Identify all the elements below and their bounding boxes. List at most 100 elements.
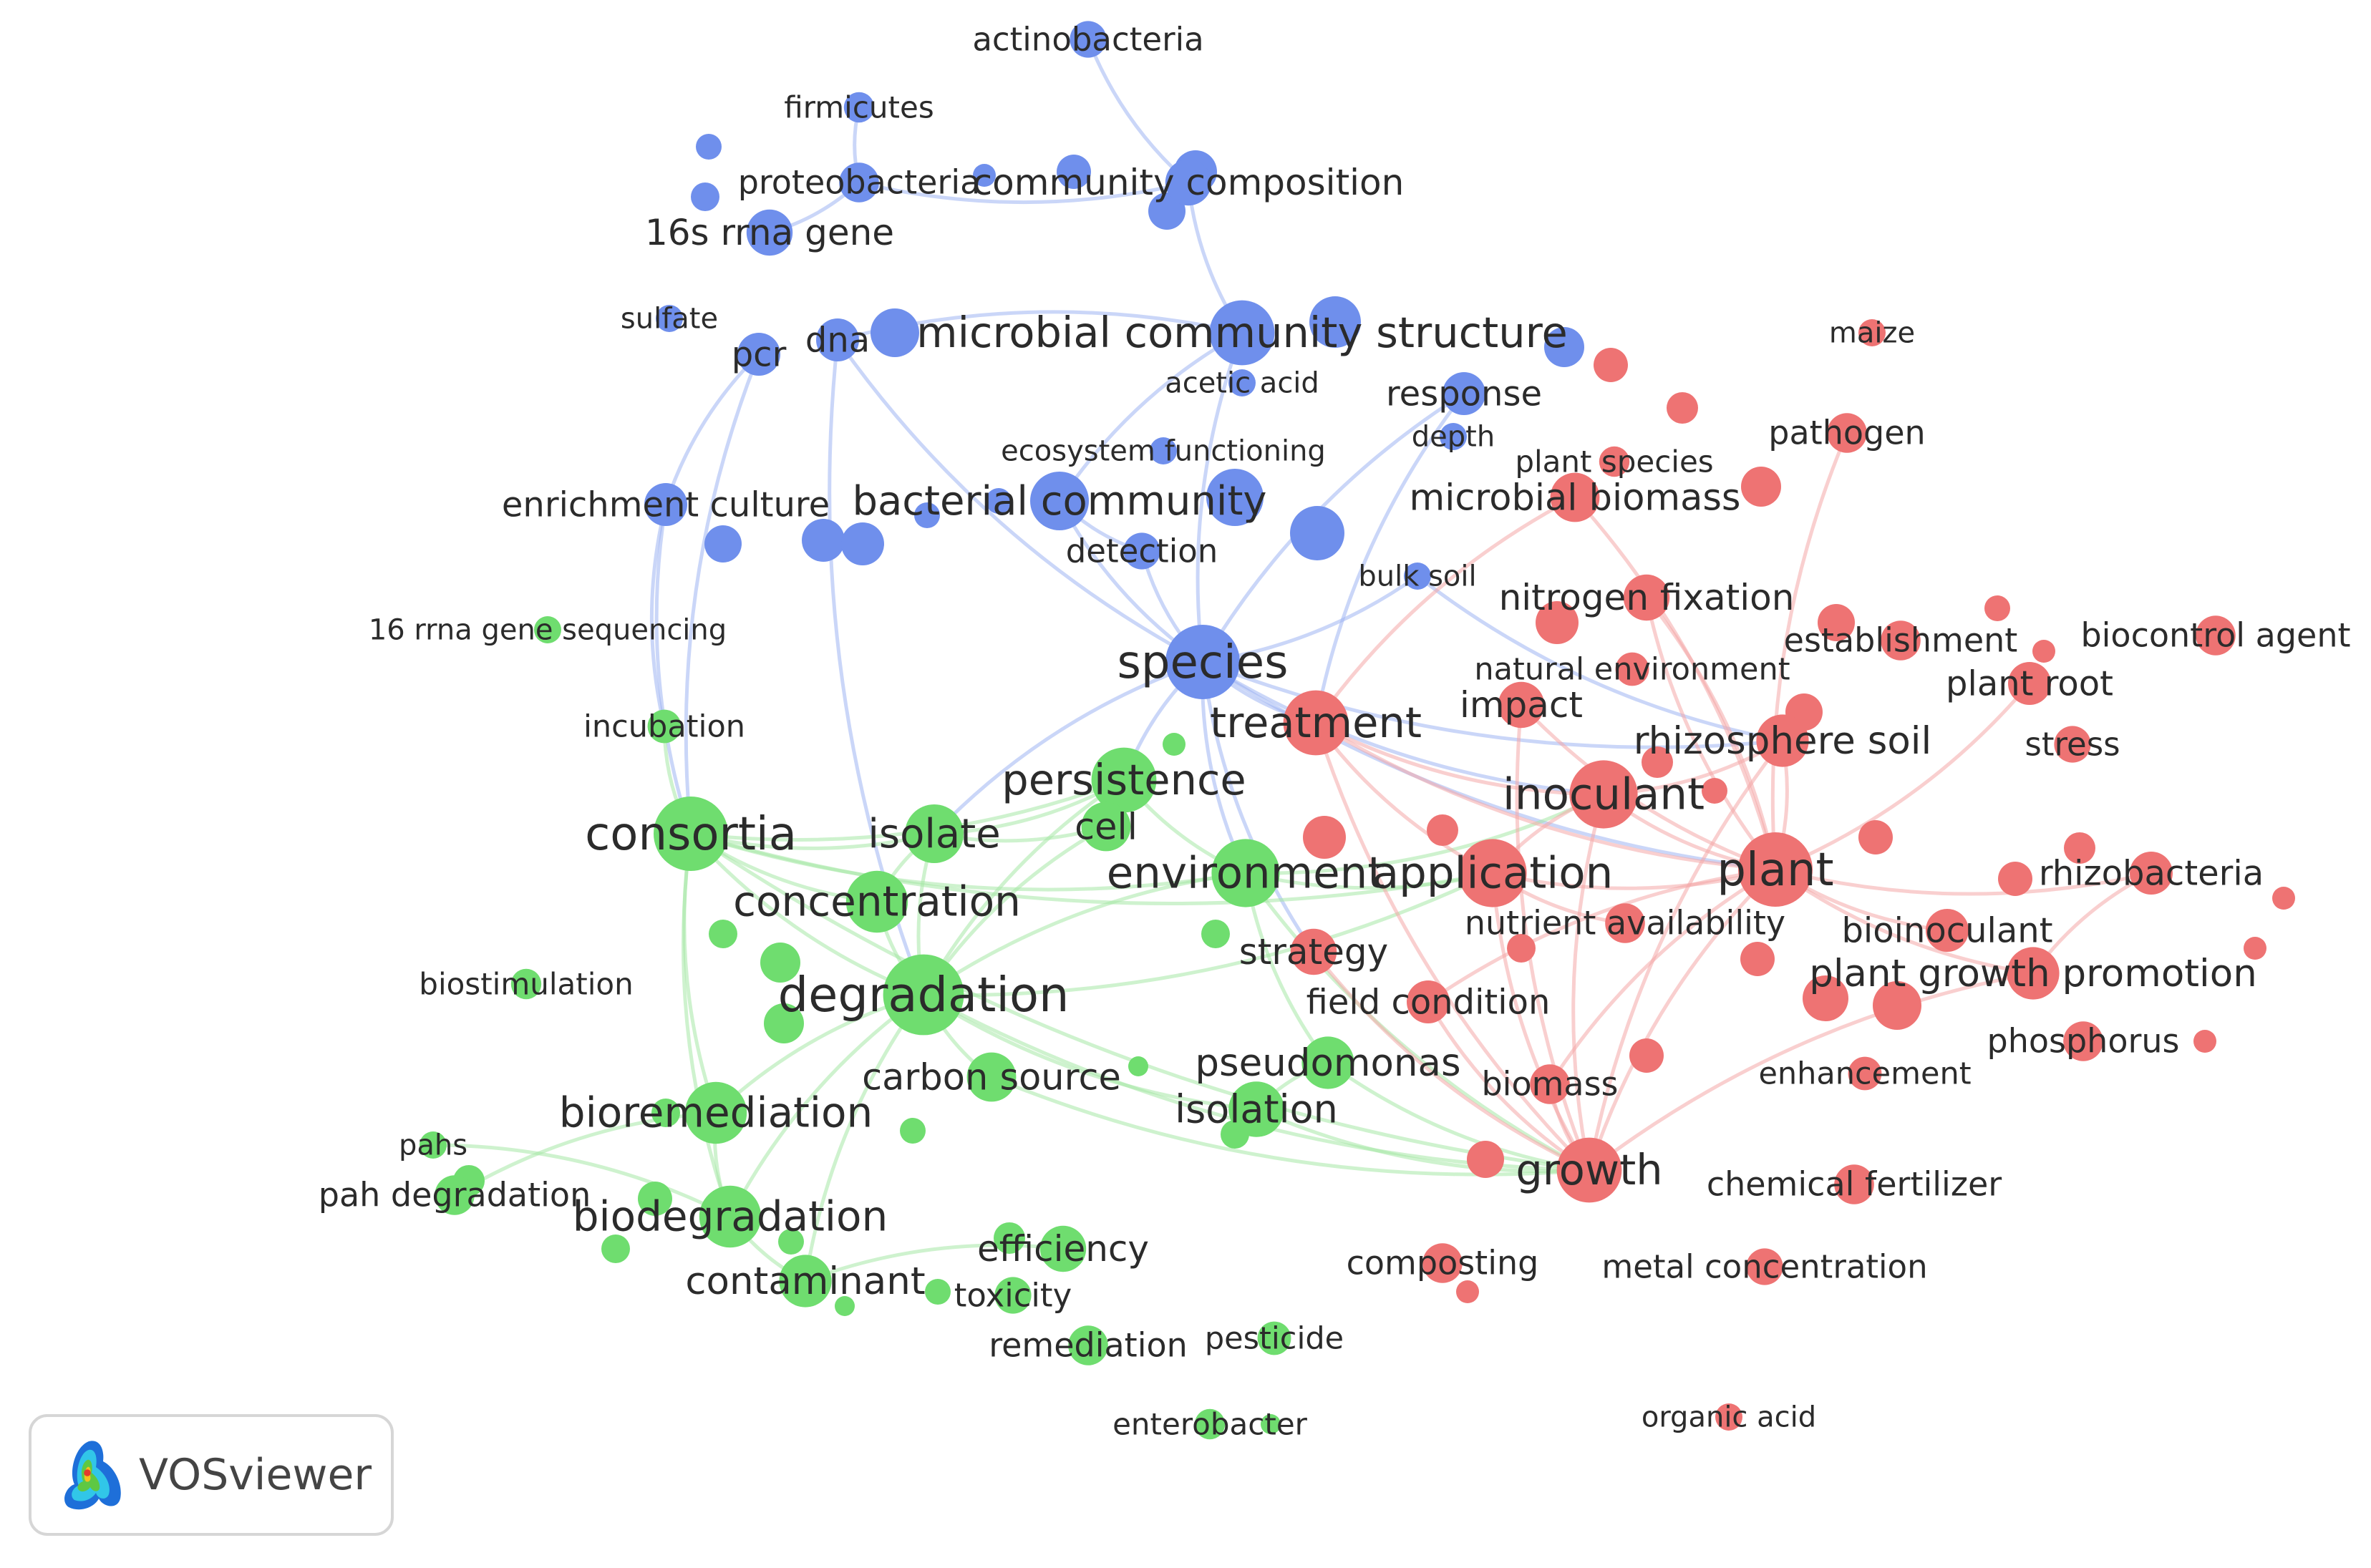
- node-chemical_fertilizer[interactable]: [1834, 1164, 1874, 1204]
- node-growth[interactable]: [1556, 1137, 1622, 1203]
- node-pcr[interactable]: [737, 333, 780, 376]
- node-plant_growth_promotion[interactable]: [2007, 947, 2060, 1000]
- node-pseudomonas[interactable]: [1301, 1036, 1354, 1089]
- unlabeled-node-1[interactable]: [691, 182, 719, 211]
- unlabeled-node-46[interactable]: [1998, 862, 2032, 896]
- unlabeled-node-12[interactable]: [914, 502, 940, 528]
- unlabeled-node-56[interactable]: [1456, 1280, 1479, 1303]
- node-natural_environment[interactable]: [1615, 652, 1649, 686]
- node-incubation[interactable]: [647, 709, 682, 744]
- node-biomass[interactable]: [1530, 1064, 1570, 1104]
- node-bulk_soil[interactable]: [1404, 563, 1431, 590]
- node-proteobacteria[interactable]: [839, 162, 879, 203]
- unlabeled-node-55[interactable]: [1467, 1141, 1504, 1178]
- unlabeled-node-14[interactable]: [1290, 506, 1344, 560]
- node-environment[interactable]: [1211, 839, 1280, 907]
- node-isolation[interactable]: [1228, 1081, 1284, 1137]
- unlabeled-node-51[interactable]: [1803, 975, 1848, 1021]
- node-remediation[interactable]: [1068, 1325, 1108, 1365]
- unlabeled-node-15[interactable]: [1206, 469, 1264, 526]
- unlabeled-node-44[interactable]: [1427, 814, 1458, 846]
- unlabeled-node-10[interactable]: [802, 519, 845, 562]
- unlabeled-node-2[interactable]: [973, 164, 996, 187]
- unlabeled-node-21[interactable]: [900, 1118, 926, 1144]
- unlabeled-node-33[interactable]: [1594, 348, 1628, 382]
- node-microbial_biomass[interactable]: [1550, 472, 1600, 522]
- node-bioinoculant[interactable]: [1926, 909, 1969, 952]
- unlabeled-node-53[interactable]: [1507, 934, 1536, 963]
- node-pahs[interactable]: [420, 1131, 447, 1159]
- node-enrichment_culture[interactable]: [644, 483, 687, 526]
- node-isolate[interactable]: [905, 804, 964, 863]
- unlabeled-node-19[interactable]: [1201, 920, 1230, 948]
- node-sulfate[interactable]: [656, 305, 683, 332]
- node-depth[interactable]: [1440, 423, 1467, 450]
- node-bacterial_community[interactable]: [1030, 472, 1089, 530]
- node-establishment[interactable]: [1881, 620, 1921, 661]
- node-application[interactable]: [1458, 839, 1527, 907]
- unlabeled-node-25[interactable]: [601, 1235, 630, 1263]
- node-toxicity[interactable]: [994, 1277, 1032, 1314]
- node-rhizobacteria[interactable]: [2130, 852, 2173, 895]
- unlabeled-node-36[interactable]: [1536, 601, 1579, 644]
- unlabeled-node-17[interactable]: [760, 943, 800, 983]
- node-acetic_acid[interactable]: [1228, 369, 1256, 396]
- node-16_rrna_gene_sequencing[interactable]: [534, 616, 561, 643]
- node-biodegradation[interactable]: [699, 1185, 762, 1248]
- unlabeled-node-41[interactable]: [1642, 746, 1673, 778]
- unlabeled-node-27[interactable]: [835, 1296, 855, 1316]
- node-community_composition[interactable]: [1165, 159, 1212, 206]
- node-biocontrol_agent[interactable]: [2196, 615, 2236, 656]
- node-pathogen[interactable]: [1827, 413, 1867, 453]
- unlabeled-node-39[interactable]: [2032, 640, 2055, 663]
- unlabeled-node-50[interactable]: [1740, 942, 1775, 976]
- node-species[interactable]: [1165, 625, 1240, 699]
- node-contaminant[interactable]: [779, 1255, 832, 1308]
- node-phosphorus[interactable]: [2063, 1021, 2103, 1061]
- unlabeled-node-7[interactable]: [1309, 296, 1361, 348]
- unlabeled-node-34[interactable]: [1667, 392, 1698, 424]
- unlabeled-node-31[interactable]: [1163, 733, 1186, 756]
- unlabeled-node-20[interactable]: [1128, 1056, 1148, 1076]
- node-persistence[interactable]: [1091, 747, 1157, 813]
- unlabeled-node-57[interactable]: [2193, 1030, 2216, 1053]
- node-ecosystem_functioning[interactable]: [1150, 437, 1177, 464]
- unlabeled-node-52[interactable]: [1873, 981, 1921, 1030]
- unlabeled-node-16[interactable]: [709, 920, 737, 948]
- node-plant_root[interactable]: [2008, 662, 2051, 705]
- unlabeled-node-47[interactable]: [2064, 832, 2095, 864]
- node-composting[interactable]: [1422, 1243, 1463, 1283]
- node-treatment[interactable]: [1283, 690, 1349, 756]
- unlabeled-node-24[interactable]: [638, 1182, 672, 1216]
- unlabeled-node-29[interactable]: [994, 1222, 1025, 1254]
- node-enhancement[interactable]: [1848, 1056, 1882, 1091]
- node-rhizosphere_soil[interactable]: [1756, 714, 1809, 767]
- node-cell[interactable]: [1081, 802, 1131, 852]
- unlabeled-node-28[interactable]: [925, 1279, 951, 1305]
- unlabeled-node-0[interactable]: [696, 134, 722, 160]
- unlabeled-node-54[interactable]: [1629, 1038, 1664, 1073]
- node-microbial_community_structure[interactable]: [1209, 300, 1275, 366]
- node-16s_rrna_gene[interactable]: [746, 209, 793, 256]
- unlabeled-node-30[interactable]: [1261, 1414, 1281, 1434]
- node-efficiency[interactable]: [1039, 1225, 1087, 1272]
- node-bioremediation[interactable]: [684, 1081, 747, 1144]
- node-field_condition[interactable]: [1407, 980, 1450, 1023]
- node-inoculant[interactable]: [1569, 760, 1638, 829]
- node-maize[interactable]: [1858, 319, 1886, 346]
- unlabeled-node-49[interactable]: [2244, 937, 2266, 960]
- node-stress[interactable]: [2054, 726, 2091, 763]
- node-actinobacteria[interactable]: [1070, 21, 1107, 58]
- node-nitrogen_fixation[interactable]: [1623, 574, 1670, 621]
- unlabeled-node-37[interactable]: [1818, 604, 1855, 641]
- node-carbon_source[interactable]: [966, 1052, 1017, 1102]
- unlabeled-node-22[interactable]: [651, 1099, 680, 1127]
- node-metal_concentration[interactable]: [1746, 1248, 1783, 1285]
- unlabeled-node-35[interactable]: [1741, 467, 1781, 507]
- unlabeled-node-43[interactable]: [1303, 816, 1346, 859]
- node-nutrient_availability[interactable]: [1605, 903, 1645, 943]
- unlabeled-node-9[interactable]: [704, 525, 742, 563]
- node-enterobacter[interactable]: [1194, 1408, 1226, 1440]
- unlabeled-node-13[interactable]: [986, 488, 1012, 514]
- node-strategy[interactable]: [1290, 928, 1337, 975]
